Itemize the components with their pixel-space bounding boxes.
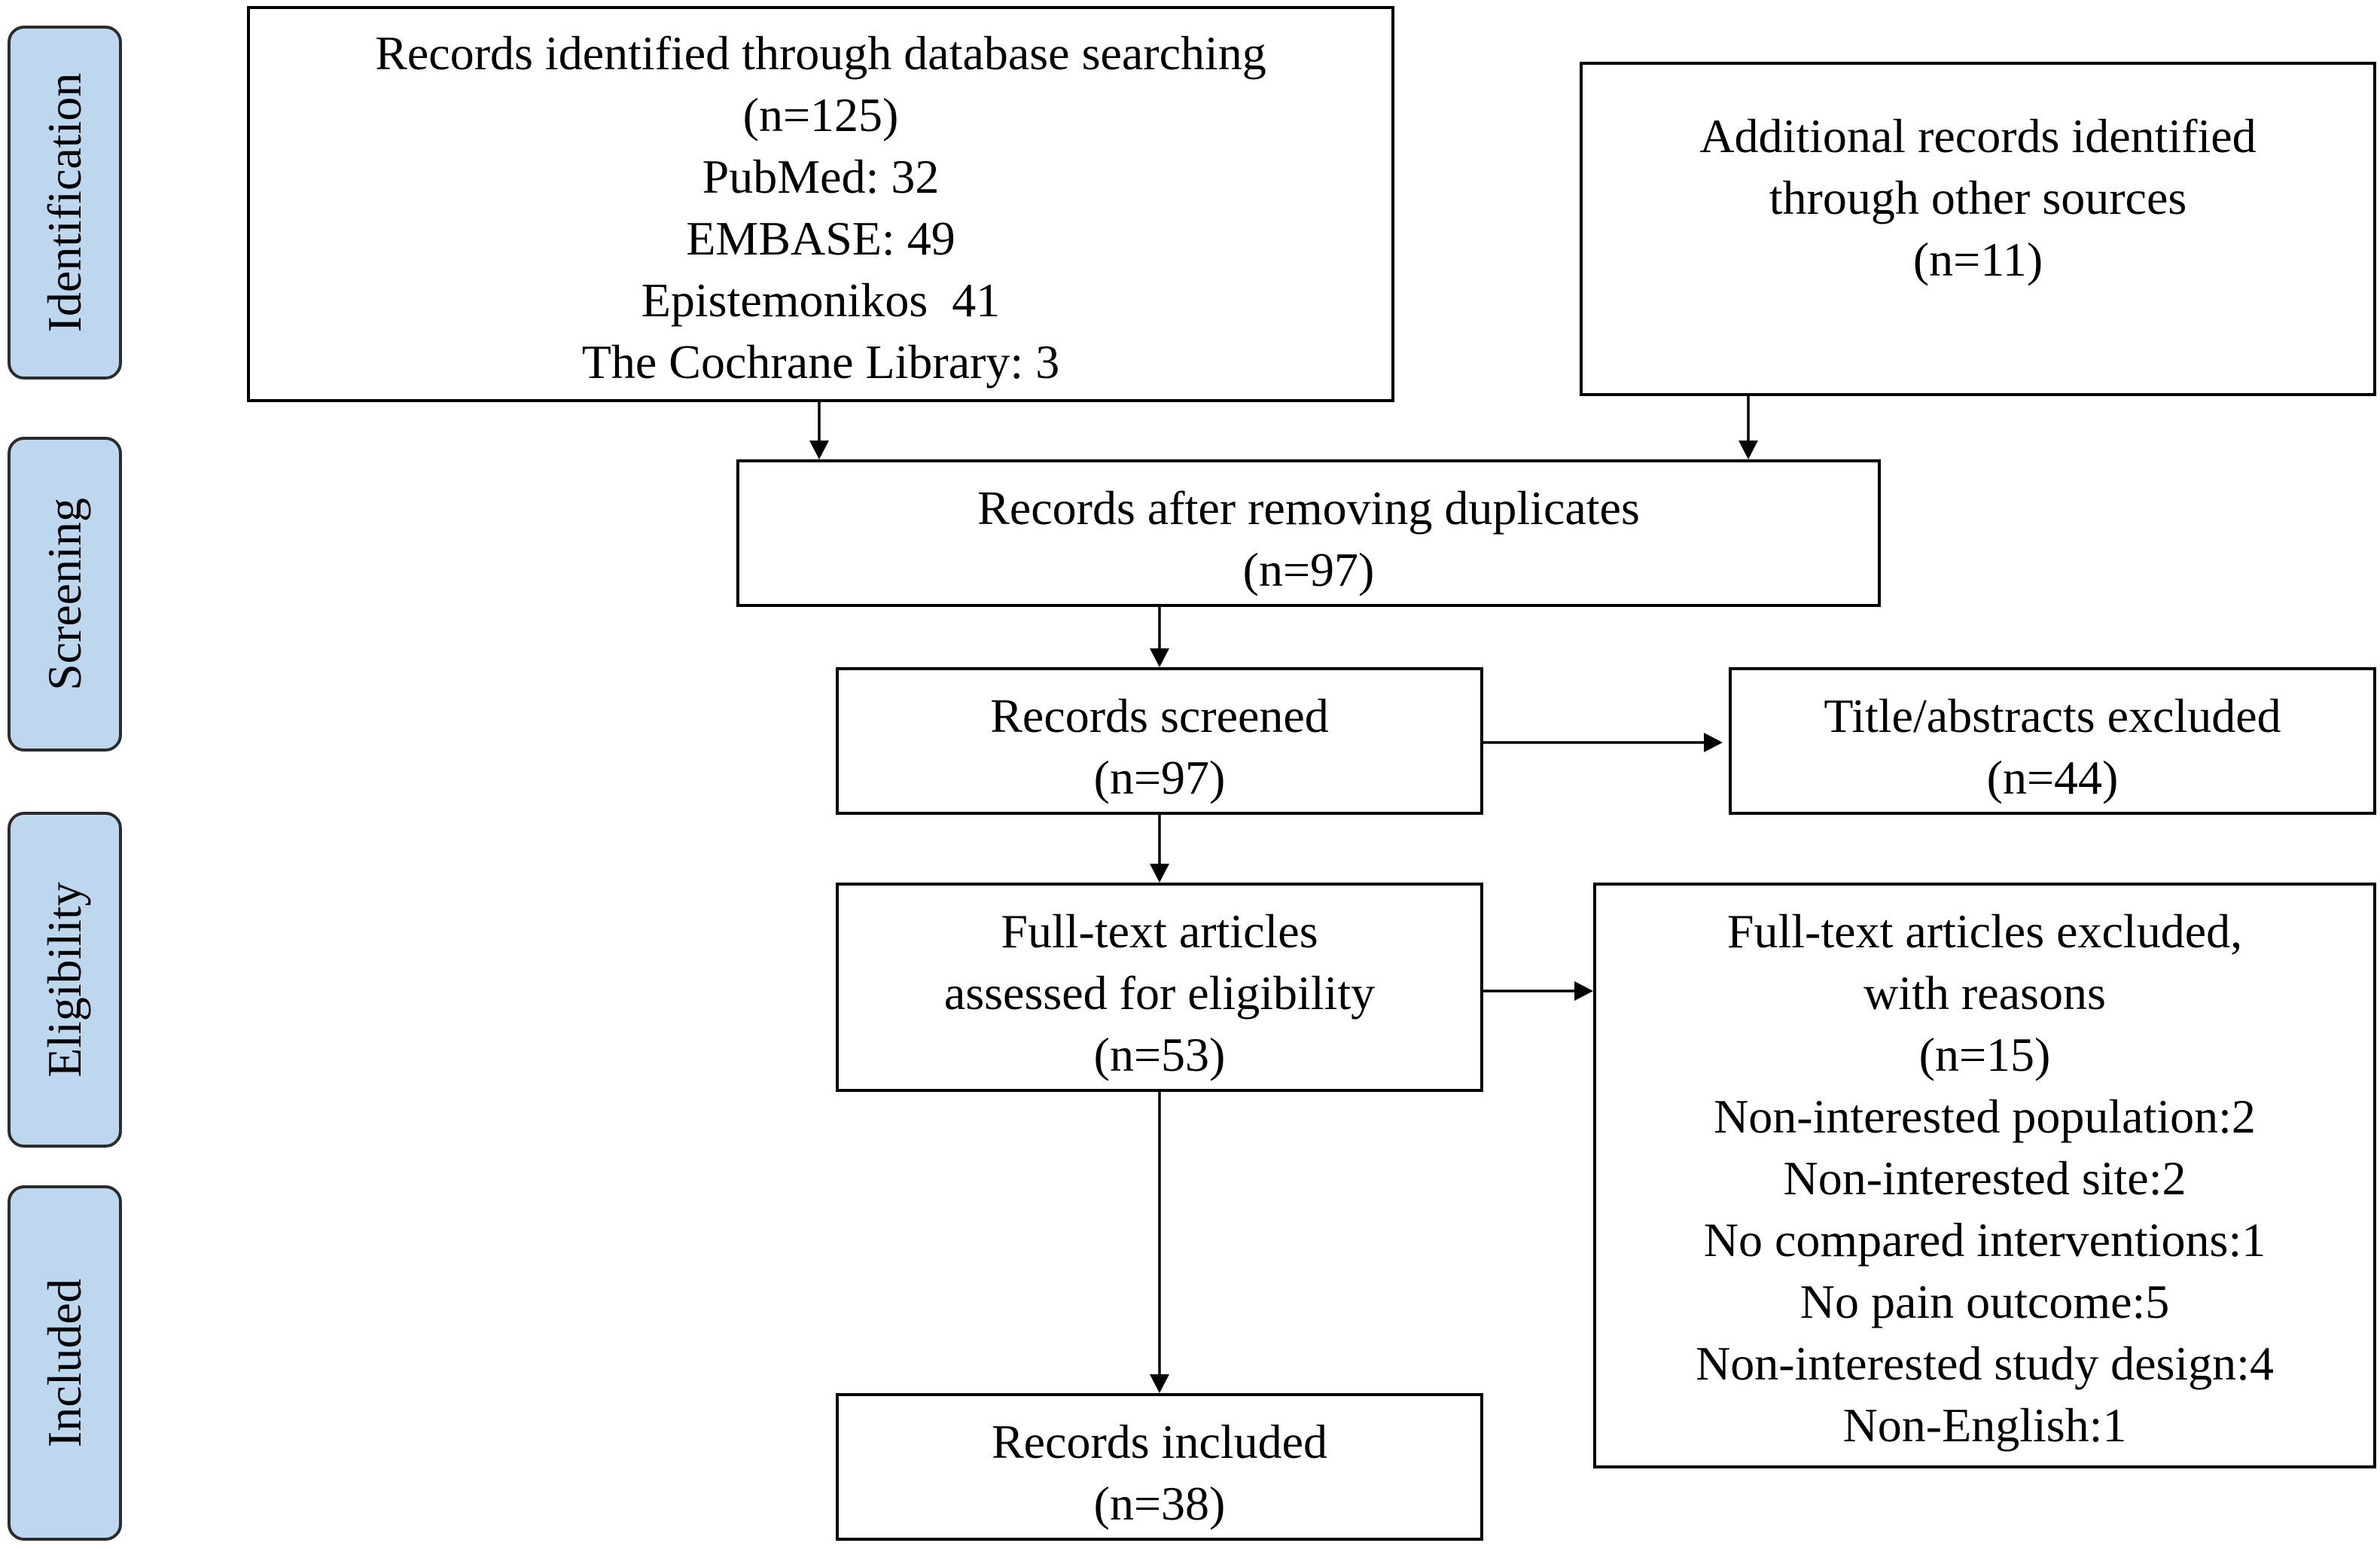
reason-population: Non-interested population:2: [1714, 1090, 2256, 1143]
deduplicated-title: Records after removing duplicates: [977, 481, 1640, 535]
stage-eligibility: Eligibility: [8, 812, 122, 1148]
screened-box: Records screened (n=97): [836, 667, 1483, 815]
fulltext-excluded-line-1: Full-text articles excluded,: [1726, 904, 2243, 958]
title-excluded-title: Title/abstracts excluded: [1824, 689, 2281, 742]
arrowhead-screened-to-fulltext: [1150, 864, 1169, 883]
fulltext-assessed-count: (n=53): [1093, 1028, 1226, 1081]
deduplicated-count: (n=97): [1242, 543, 1375, 596]
title-excluded-count: (n=44): [1986, 751, 2119, 804]
included-box: Records included (n=38): [836, 1393, 1483, 1541]
stage-included: Included: [8, 1185, 122, 1541]
included-count: (n=38): [1093, 1477, 1226, 1530]
stage-screening: Screening: [8, 437, 122, 752]
source-embase: EMBASE: 49: [686, 212, 955, 265]
source-epistemonikos: Epistemonikos 41: [641, 273, 1001, 327]
database-search-box: Records identified through database sear…: [247, 6, 1394, 402]
other-sources-line-1: Additional records identified: [1699, 109, 2257, 163]
fulltext-excluded-count: (n=15): [1918, 1028, 2051, 1081]
fulltext-excluded-box: Full-text articles excluded, with reason…: [1593, 883, 2376, 1468]
arrowhead-screened-to-excluded: [1704, 733, 1723, 752]
reason-pain-outcome: No pain outcome:5: [1799, 1275, 2170, 1328]
fulltext-assessed-line-1: Full-text articles: [1001, 904, 1318, 958]
arrowhead-other-to-dedup: [1739, 441, 1758, 459]
other-sources-line-2: through other sources: [1769, 171, 2187, 224]
reason-study-design: Non-interested study design:4: [1696, 1337, 2274, 1390]
other-sources-count: (n=11): [1912, 233, 2043, 286]
stage-identification: Identification: [8, 26, 122, 380]
screened-title: Records screened: [990, 689, 1329, 742]
source-cochrane: The Cochrane Library: 3: [581, 335, 1060, 389]
arrowhead-database-to-dedup: [809, 441, 829, 459]
title-excluded-box: Title/abstracts excluded (n=44): [1729, 667, 2376, 815]
reason-site: Non-interested site:2: [1783, 1151, 2186, 1205]
source-pubmed: PubMed: 32: [702, 150, 940, 203]
deduplicated-box: Records after removing duplicates (n=97): [736, 459, 1881, 607]
fulltext-excluded-line-2: with reasons: [1863, 966, 2106, 1020]
database-search-count: (n=125): [742, 88, 899, 142]
other-sources-box: Additional records identified through ot…: [1580, 62, 2376, 396]
database-search-title: Records identified through database sear…: [375, 26, 1266, 80]
arrowhead-fulltext-to-excluded: [1574, 981, 1593, 1001]
screened-count: (n=97): [1093, 751, 1226, 804]
fulltext-assessed-box: Full-text articles assessed for eligibil…: [836, 883, 1483, 1092]
arrowhead-dedup-to-screened: [1150, 648, 1169, 667]
reason-interventions: No compared interventions:1: [1703, 1213, 2266, 1267]
arrowhead-fulltext-to-included: [1150, 1374, 1169, 1393]
fulltext-assessed-line-2: assessed for eligibility: [943, 966, 1376, 1020]
included-title: Records included: [991, 1415, 1328, 1468]
reason-language: Non-English:1: [1842, 1398, 2127, 1452]
